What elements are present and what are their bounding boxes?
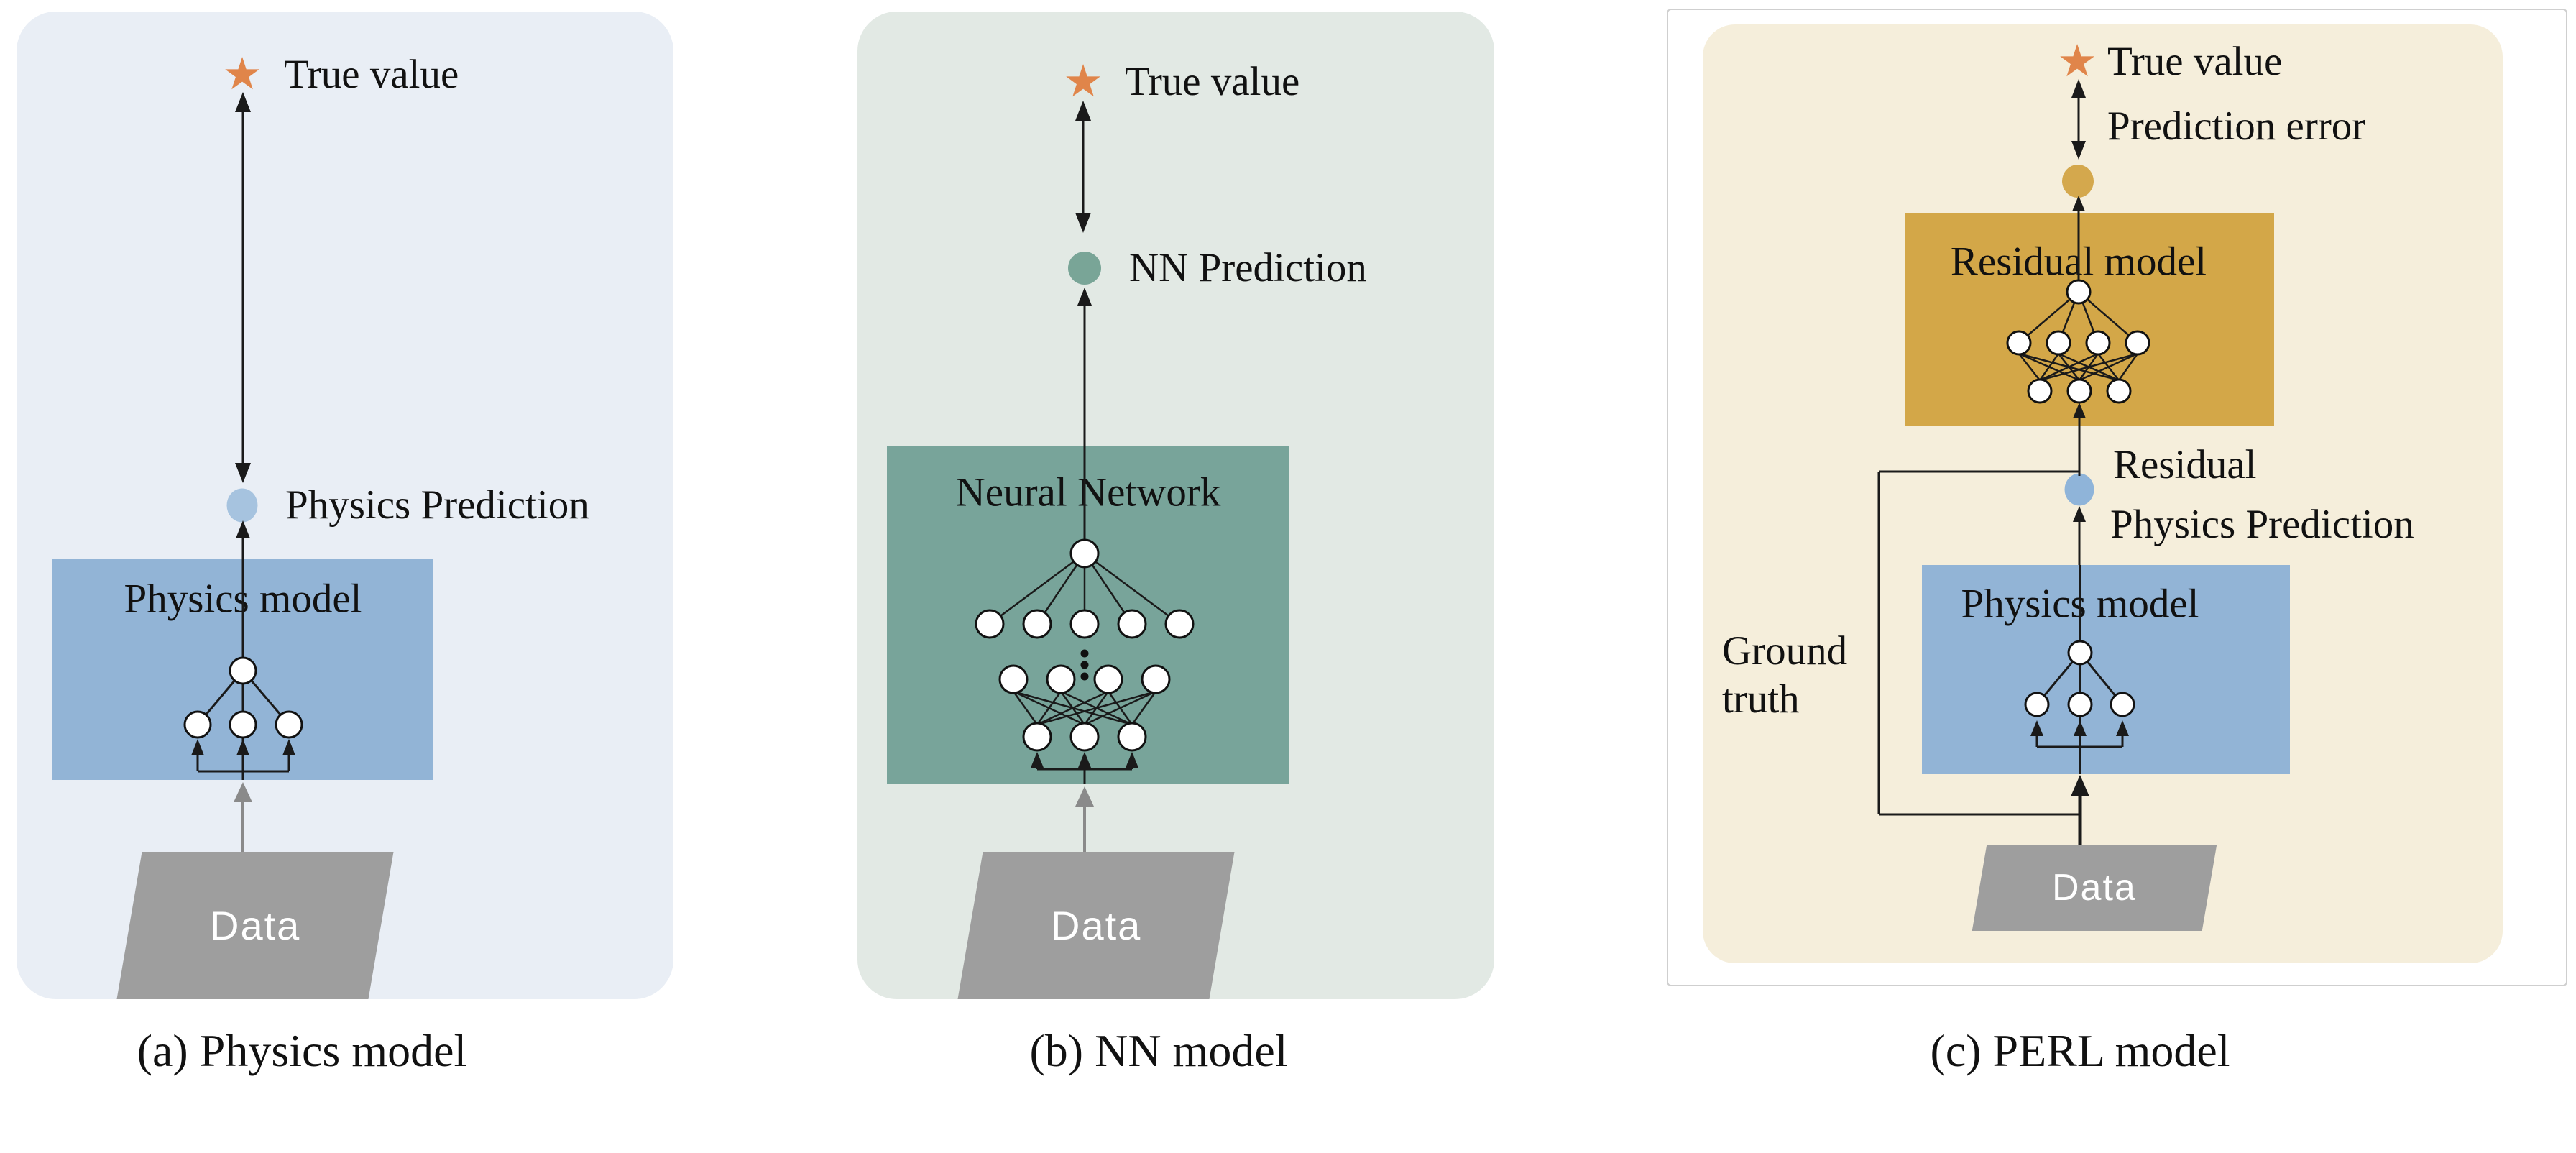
nn-prediction-label: NN Prediction — [1129, 245, 1367, 291]
prediction-error-label: Prediction error — [2107, 104, 2366, 150]
neural-network-box-label: Neural Network — [955, 469, 1221, 515]
data-label: Data — [209, 903, 301, 948]
true-value-label: True value — [1125, 59, 1300, 105]
residual-point-circle — [2064, 473, 2094, 506]
data-parallelogram: Data — [116, 852, 394, 999]
data-label: Data — [2052, 867, 2137, 909]
physics-model-box-label: Physics model — [124, 576, 362, 622]
true-value-star-icon: ★ — [2057, 35, 2097, 87]
residual-label: Residual — [2113, 442, 2257, 488]
caption-nn-model: (b) NN model — [1029, 1025, 1288, 1076]
caption-perl-model: (c) PERL model — [1930, 1025, 2230, 1076]
panel-perl-model — [1703, 24, 2503, 963]
physics-model-box-label: Physics model — [1961, 581, 2199, 627]
data-label: Data — [1050, 903, 1142, 948]
nn-prediction-circle — [1068, 252, 1101, 285]
true-value-label: True value — [2107, 39, 2283, 85]
prediction-error-circle — [2062, 165, 2094, 198]
data-parallelogram: Data — [957, 852, 1235, 999]
true-value-star-icon: ★ — [1063, 55, 1103, 107]
data-parallelogram: Data — [1972, 845, 2217, 931]
true-value-label: True value — [284, 52, 459, 98]
panel-physics-model: ★ True value Physics model Physics Predi… — [17, 12, 673, 999]
physics-prediction-label: Physics Prediction — [2110, 502, 2414, 548]
ground-truth-label: Ground truth — [1722, 628, 1848, 722]
residual-model-box-label: Residual model — [1950, 239, 2207, 285]
true-value-star-icon: ★ — [222, 47, 262, 100]
physics-prediction-label: Physics Prediction — [285, 482, 589, 528]
perl-model-card: ★ True value Prediction error Residual m… — [1667, 9, 2567, 986]
panel-nn-model: ★ True value Neural Network NN Predictio… — [857, 12, 1494, 999]
physics-prediction-circle — [226, 488, 258, 523]
caption-physics-model: (a) Physics model — [137, 1025, 467, 1076]
